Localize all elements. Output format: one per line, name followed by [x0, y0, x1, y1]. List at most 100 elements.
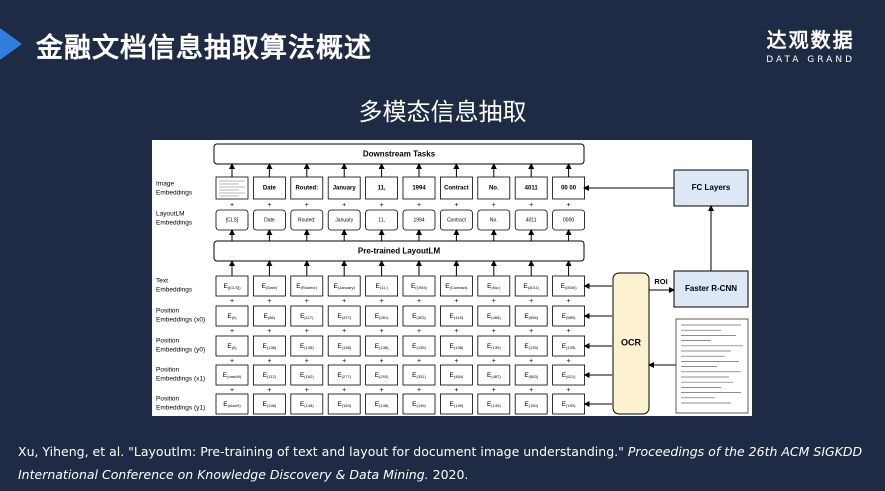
plus-sign: + [380, 387, 384, 394]
plus-sign: + [267, 202, 271, 209]
embedding-subscript: (86) [268, 315, 276, 320]
plus-sign: + [342, 387, 346, 394]
embedding-subscript: (No.) [492, 285, 502, 290]
image-token-label: 00 00 [561, 186, 577, 192]
embedding-subscript: (138) [304, 345, 314, 350]
slide-title: 金融文档信息抽取算法概述 [36, 26, 372, 65]
plus-sign: + [492, 387, 496, 394]
plus-sign: + [492, 202, 496, 209]
image-token-label: Contract [444, 186, 469, 192]
row-label: Embeddings (x0) [156, 317, 205, 324]
row-label: Position [156, 367, 180, 374]
row-label: Text [156, 278, 168, 285]
plus-sign: + [529, 358, 533, 365]
embedding-subscript: (139) [529, 345, 539, 350]
plus-sign: + [230, 387, 234, 394]
layoutlm-architecture-figure: Downstream Tasks + Date + Routed: + January +11… [152, 140, 752, 416]
row-label: Position [156, 396, 180, 403]
embedding-subscript: (4011) [528, 285, 540, 290]
embedding-subscript: (117) [304, 315, 314, 320]
embedding-subscript: (139) [566, 345, 576, 350]
plus-sign: + [567, 328, 571, 335]
document-image-icon [676, 319, 748, 413]
embedding-subscript: (415) [454, 315, 464, 320]
plus-sign: + [567, 202, 571, 209]
embedding-subscript: (139) [416, 345, 426, 350]
row-label: Position [156, 338, 180, 345]
embedding-subscript: (487) [491, 374, 501, 379]
plus-sign: + [342, 202, 346, 209]
row-label: Embeddings (y1) [156, 405, 205, 412]
embedding-subscript: (149) [416, 403, 426, 408]
plus-sign: + [417, 387, 421, 394]
architecture-diagram: Downstream Tasks + Date + Routed: + January +11… [152, 140, 752, 416]
embedding-subscript: (0) [232, 315, 238, 320]
embedding-subscript: (138) [454, 345, 464, 350]
layoutlm-token-label: January [335, 217, 353, 223]
plus-sign: + [492, 358, 496, 365]
embedding-subscript: (148) [304, 403, 314, 408]
embedding-subscript: (138) [267, 345, 277, 350]
plus-sign: + [305, 328, 309, 335]
plus-sign: + [380, 328, 384, 335]
embedding-subscript: (139) [491, 345, 501, 350]
layoutlm-token-label: 11, [378, 217, 385, 223]
title-marker [0, 28, 22, 60]
plus-sign: + [230, 328, 234, 335]
plus-sign: + [492, 298, 496, 305]
image-token-label: Routed: [295, 186, 318, 192]
embedding-subscript: (0000) [565, 285, 577, 290]
plus-sign: + [454, 202, 458, 209]
image-token-label: Date [263, 186, 277, 192]
plus-sign: + [267, 328, 271, 335]
embedding-subscript: (149) [454, 403, 464, 408]
citation: Xu, Yiheng, et al. "Layoutlm: Pre-traini… [18, 440, 878, 486]
embedding-subscript: (303) [416, 315, 426, 320]
plus-sign: + [454, 328, 458, 335]
embedding-subscript: (589) [566, 315, 576, 320]
downstream-tasks-label: Downstream Tasks [363, 150, 436, 159]
image-token-label: 11, [378, 186, 386, 192]
embedding-subscript: (331) [416, 374, 426, 379]
fc-layers-label: FC Layers [692, 183, 731, 192]
plus-sign: + [454, 358, 458, 365]
plus-sign: + [267, 298, 271, 305]
plus-sign: + [342, 328, 346, 335]
brand-name-cn: 达观数据 [766, 24, 855, 53]
plus-sign: + [529, 298, 533, 305]
plus-sign: + [305, 202, 309, 209]
plus-sign: + [342, 298, 346, 305]
embedding-subscript: (293) [379, 374, 389, 379]
row-label: Image [156, 181, 174, 188]
layoutlm-token-label: Date [264, 217, 275, 223]
layoutlm-token-label: 4011 [526, 217, 537, 223]
row-label: Embeddings [156, 287, 193, 294]
plus-sign: + [305, 387, 309, 394]
plus-sign: + [305, 358, 309, 365]
plus-sign: + [529, 387, 533, 394]
plus-sign: + [417, 328, 421, 335]
plus-sign: + [417, 298, 421, 305]
plus-sign: + [529, 202, 533, 209]
row-label: Embeddings [156, 190, 193, 197]
plus-sign: + [380, 358, 384, 365]
embedding-subscript: (0) [232, 345, 238, 350]
plus-sign: + [230, 298, 234, 305]
plus-sign: + [454, 298, 458, 305]
embedding-subscript: (583) [529, 374, 539, 379]
embedding-subscript: (149) [491, 403, 501, 408]
citation-year: 2020. [433, 467, 469, 482]
plus-sign: + [492, 328, 496, 335]
plus-sign: + [454, 387, 458, 394]
plus-sign: + [380, 298, 384, 305]
roi-label: ROI [654, 277, 667, 286]
plus-sign: + [267, 387, 271, 394]
plus-sign: + [567, 298, 571, 305]
embedding-subscript: (556) [529, 315, 539, 320]
plus-sign: + [567, 387, 571, 394]
embedding-subscript: (138) [379, 345, 389, 350]
row-label: Embeddings (y0) [156, 347, 205, 354]
row-label: Embeddings (x1) [156, 376, 205, 383]
embedding-subscript: (468) [491, 315, 501, 320]
